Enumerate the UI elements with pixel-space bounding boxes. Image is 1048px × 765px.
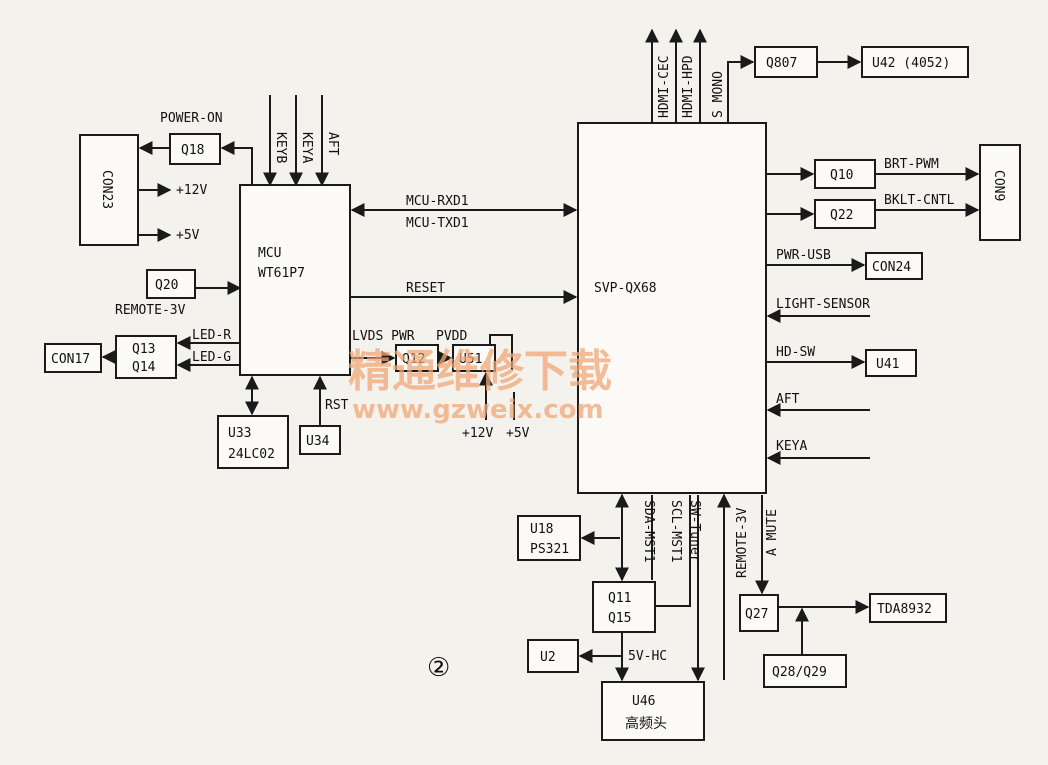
light-sensor-label: LIGHT-SENSOR <box>776 297 870 312</box>
q11-label: Q11 <box>608 591 631 606</box>
mcu-txd1-label: MCU-TXD1 <box>406 216 469 231</box>
q22-block <box>814 199 876 229</box>
watermark-title: 精通维修下载 <box>348 346 612 397</box>
q27-block <box>739 594 779 632</box>
q15-label: Q15 <box>608 611 631 626</box>
reset-label: RESET <box>406 281 445 296</box>
led-g-label: LED-G <box>192 350 231 365</box>
p12v-label-b: +12V <box>462 426 493 441</box>
led-r-label: LED-R <box>192 328 231 343</box>
q18-control-line <box>220 141 253 185</box>
q22-label: Q22 <box>830 208 853 223</box>
q807-block <box>754 46 818 78</box>
q807-label: Q807 <box>766 56 797 71</box>
con17-block <box>44 343 102 373</box>
aft-right-label: AFT <box>776 392 800 407</box>
con24-block <box>865 252 923 280</box>
u34-block <box>299 425 341 455</box>
u18-block <box>517 515 581 561</box>
aft-top-label: AFT <box>325 132 340 156</box>
con23-label: CON23 <box>99 170 114 209</box>
power-on-label: POWER-ON <box>160 111 223 126</box>
bklt-cntl-label: BKLT-CNTL <box>884 193 955 208</box>
mcu-label: MCU <box>258 246 281 261</box>
keya-top-label: KEYA <box>299 132 314 163</box>
mcu-rxd1-label: MCU-RXD1 <box>406 194 469 209</box>
figure-number: ② <box>427 653 450 683</box>
u42-block <box>861 46 969 78</box>
q20-label: Q20 <box>155 278 178 293</box>
q28-q29-label: Q28/Q29 <box>772 665 827 680</box>
p12v-label-a: +12V <box>176 183 207 198</box>
remote-3v-bottom-label: REMOTE-3V <box>735 507 750 578</box>
q12-block <box>395 344 439 372</box>
watermark-url: www.gzweix.com <box>352 395 604 425</box>
rst-label: RST <box>325 398 349 413</box>
q10-label: Q10 <box>830 168 853 183</box>
q10-block <box>814 159 876 189</box>
a-mute-label: A MUTE <box>765 509 780 556</box>
scl-return-line <box>655 495 691 607</box>
u18-part-label: PS321 <box>530 542 569 557</box>
scl-mst1-label: SCL-MST1 <box>668 500 683 563</box>
u33-label: U33 <box>228 426 251 441</box>
con24-label: CON24 <box>872 260 911 275</box>
q12-label: Q12 <box>402 352 425 367</box>
s-mono-line <box>727 55 755 123</box>
hdmi-cec-label: HDMI-CEC <box>657 55 672 118</box>
u41-label: U41 <box>876 357 899 372</box>
con23-block <box>79 134 139 246</box>
u2-block <box>527 639 579 673</box>
keyb-label: KEYB <box>273 132 288 163</box>
q27-label: Q27 <box>745 607 768 622</box>
con17-label: CON17 <box>51 352 90 367</box>
u51-block <box>452 344 496 372</box>
q13-label: Q13 <box>132 342 155 357</box>
lvds-pwr-label: LVDS PWR <box>352 329 415 344</box>
q14-label: Q14 <box>132 360 156 375</box>
sda-mst1-label: SDA-MST1 <box>641 500 656 563</box>
q18-block <box>169 133 221 165</box>
pvdd-line <box>489 334 513 370</box>
svp-block <box>577 122 767 494</box>
q18-label: Q18 <box>181 143 204 158</box>
pvdd-label: PVDD <box>436 329 467 344</box>
u34-label: U34 <box>306 434 330 449</box>
sw-tuner-label: SW-Tuner <box>687 500 702 563</box>
u51-label: U51 <box>459 352 482 367</box>
u18-label: U18 <box>530 522 553 537</box>
p5v-label-b: +5V <box>506 426 530 441</box>
keya-right-label: KEYA <box>776 439 807 454</box>
mcu-part-label: WT61P7 <box>258 266 305 281</box>
svp-label: SVP-QX68 <box>594 281 657 296</box>
remote-3v-left-label: REMOTE-3V <box>115 303 186 318</box>
con9-label: CON9 <box>991 170 1006 201</box>
u33-part-label: 24LC02 <box>228 447 275 462</box>
u33-block <box>217 415 289 469</box>
u42-label: U42 (4052) <box>872 56 950 71</box>
u41-block <box>865 349 917 377</box>
q20-block <box>146 269 196 299</box>
q11-q15-block <box>592 581 656 633</box>
s-mono-label: S MONO <box>711 71 726 118</box>
hdmi-hpd-label: HDMI-HPD <box>681 55 696 118</box>
u46-label: U46 <box>632 694 655 709</box>
tda-label: TDA8932 <box>877 602 932 617</box>
pwr-usb-label: PWR-USB <box>776 248 831 263</box>
con9-block <box>979 144 1021 241</box>
u46-tuner-label: 高频头 <box>625 715 667 732</box>
brt-pwm-label: BRT-PWM <box>884 157 939 172</box>
u46-block <box>601 681 705 741</box>
v5-hc-label: 5V-HC <box>628 649 667 664</box>
q13-q14-block <box>115 335 177 379</box>
q28-q29-block <box>763 654 847 688</box>
hd-sw-label: HD-SW <box>776 345 815 360</box>
u2-label: U2 <box>540 650 556 665</box>
tda-block <box>869 593 947 623</box>
p5v-label-a: +5V <box>176 228 200 243</box>
